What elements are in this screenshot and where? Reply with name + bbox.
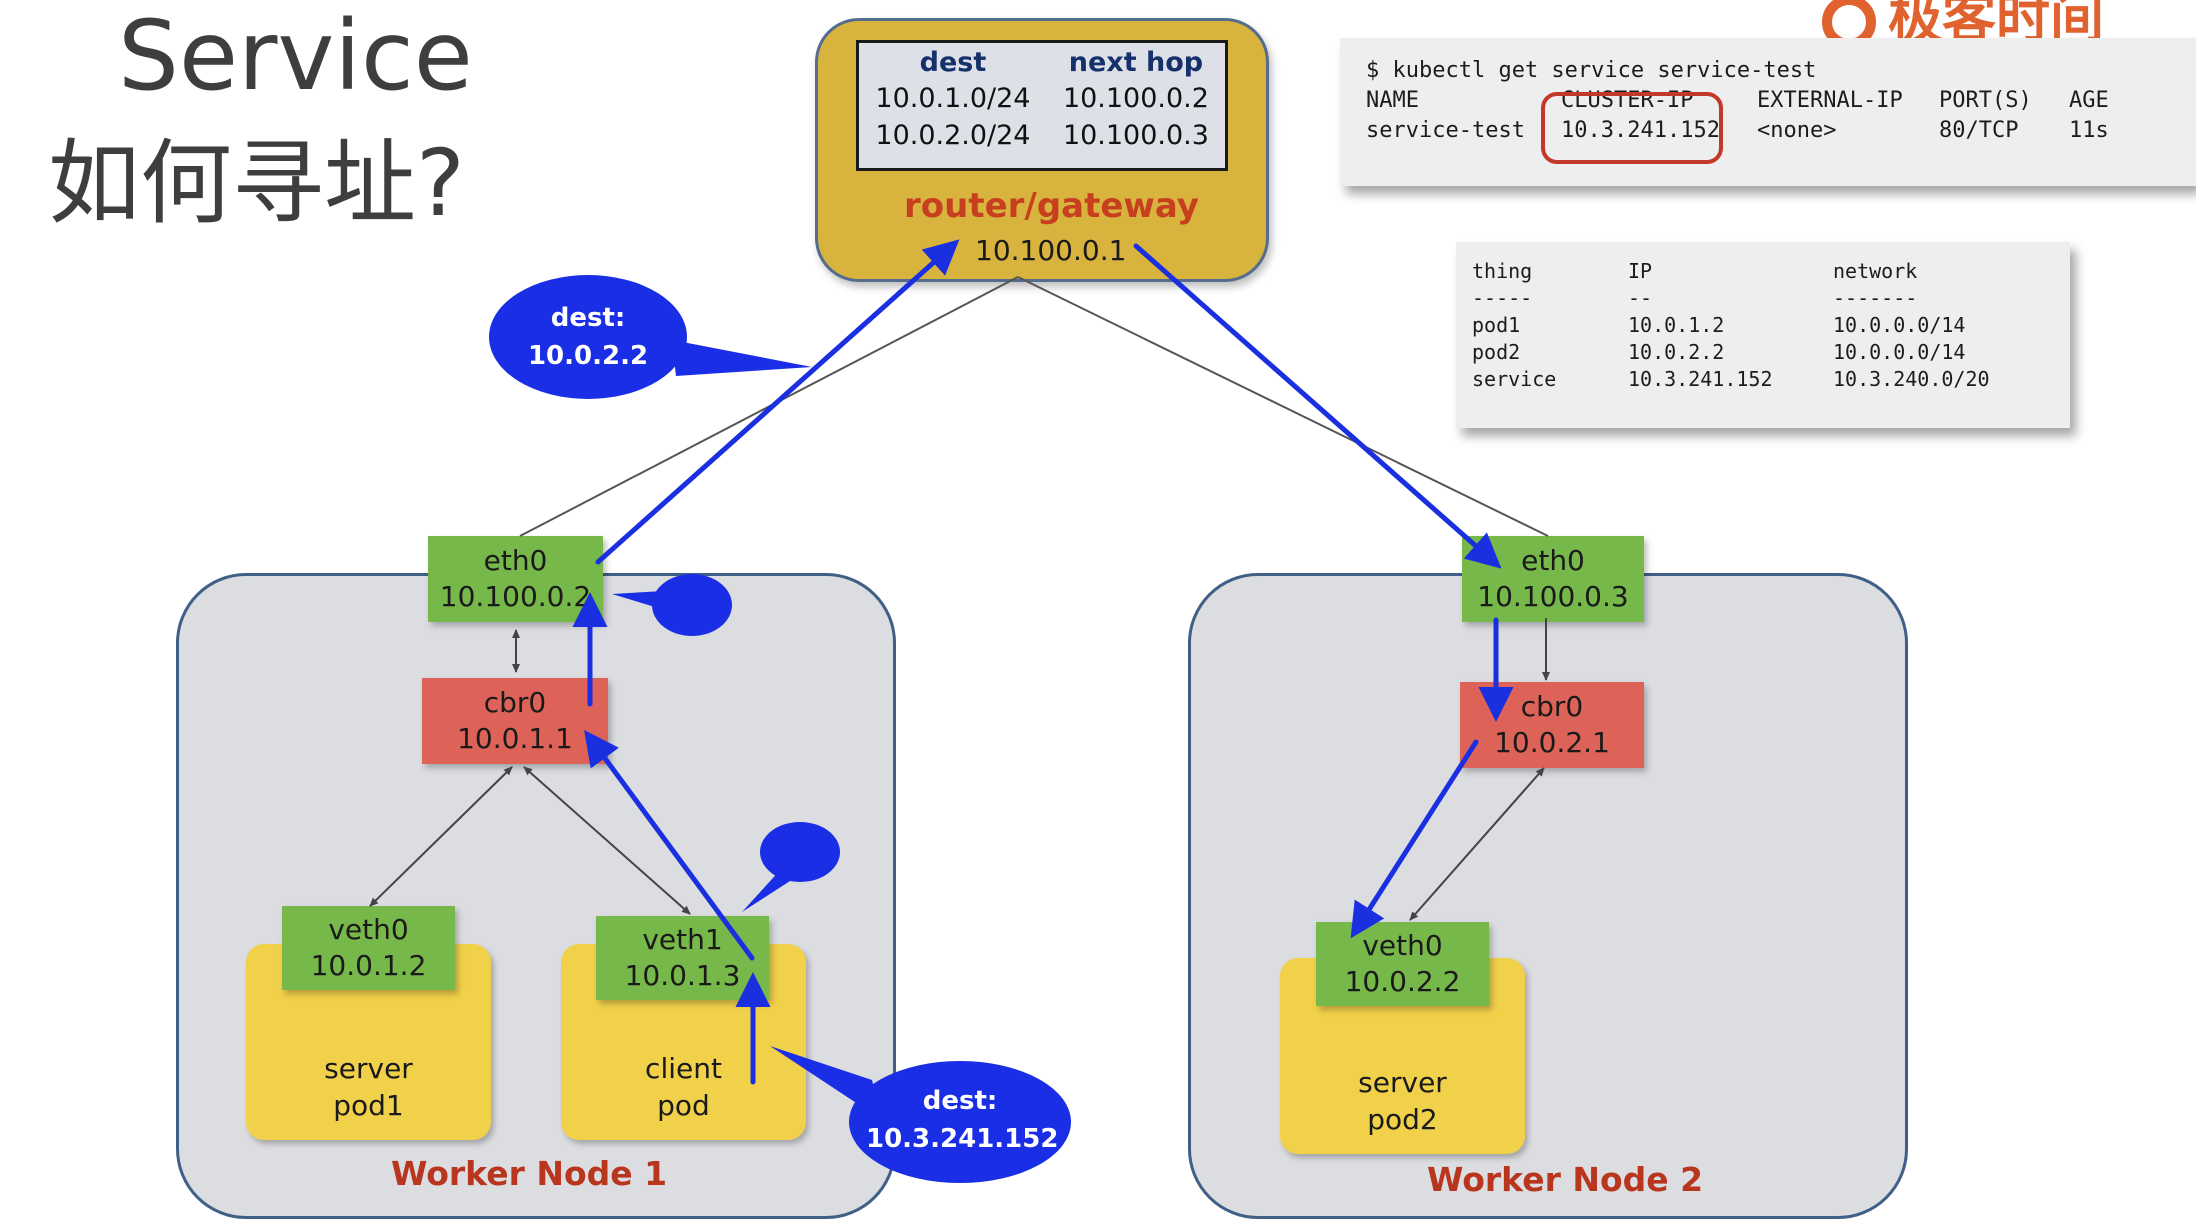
flow-eth0-to-gateway bbox=[595, 239, 960, 565]
annotation-bubbles bbox=[489, 275, 1071, 1183]
iface-ip: 10.0.1.1 bbox=[457, 722, 573, 755]
node2-eth0: eth0 10.100.0.3 bbox=[1462, 536, 1644, 622]
kubectl-header: AGE bbox=[2069, 88, 2109, 113]
ip-table-cell: service bbox=[1472, 367, 1557, 391]
bubble-gateway-dest-text: dest: 10.0.2.2 bbox=[518, 300, 658, 375]
ip-table-cell: 10.0.1.2 bbox=[1628, 313, 1725, 337]
ip-table-header: thing bbox=[1472, 259, 1533, 283]
ip-table-cell: 10.0.2.2 bbox=[1628, 340, 1725, 364]
kubectl-command: $ kubectl get service service-test bbox=[1366, 58, 1817, 83]
title-service: Service bbox=[118, 0, 473, 112]
node1-label: Worker Node 1 bbox=[391, 1154, 668, 1193]
iface-name: veth0 bbox=[328, 912, 409, 946]
pod-label-line2: pod bbox=[657, 1088, 710, 1122]
ip-table-separator: ----- bbox=[1472, 286, 1533, 310]
packet-flow bbox=[572, 239, 1514, 1085]
title-question: 如何寻址? bbox=[48, 130, 465, 237]
kubectl-header: NAME bbox=[1366, 88, 1419, 113]
iface-name: cbr0 bbox=[1520, 689, 1584, 723]
flow-gateway-to-node2-eth0 bbox=[1133, 243, 1502, 569]
bubble-gateway-dest bbox=[489, 275, 687, 399]
bubble-value: 10.3.241.152 bbox=[866, 1123, 1059, 1154]
route-table-header-dest: dest bbox=[919, 47, 987, 78]
bubble-client-dest-text: dest: 10.3.241.152 bbox=[866, 1083, 1059, 1158]
ip-table-cell: 10.0.0.0/14 bbox=[1833, 313, 1966, 337]
iface-ip: 10.0.2.2 bbox=[1344, 965, 1461, 998]
gateway-ip: 10.100.0.1 bbox=[975, 234, 1127, 267]
flow-cbr0-to-veth0-node2 bbox=[1350, 739, 1479, 939]
ip-table-separator: ------- bbox=[1833, 286, 1918, 310]
route-table-cell: 10.100.0.3 bbox=[1062, 120, 1209, 151]
iface-name: eth0 bbox=[483, 543, 548, 577]
iface-name: eth0 bbox=[1521, 543, 1585, 577]
ip-table-header: network bbox=[1833, 259, 1918, 283]
kubectl-cell: <none> bbox=[1757, 118, 1837, 143]
kubectl-cell: service-test bbox=[1366, 118, 1525, 143]
ip-table-cell: 10.3.241.152 bbox=[1628, 367, 1773, 391]
iface-ip: 10.0.1.2 bbox=[310, 949, 427, 982]
iface-ip: 10.0.1.3 bbox=[624, 959, 741, 992]
route-table-cell: 10.0.1.0/24 bbox=[875, 83, 1031, 114]
bubble-value: 10.0.2.2 bbox=[527, 340, 649, 371]
pod-label-line1: server bbox=[1358, 1066, 1447, 1100]
bubble-client-dest bbox=[849, 1061, 1071, 1183]
ip-table-cell: 10.0.0.0/14 bbox=[1833, 340, 1966, 364]
node2-label: Worker Node 2 bbox=[1427, 1160, 1704, 1199]
pod-label-line2: pod1 bbox=[333, 1088, 404, 1122]
bubble-veth1-empty bbox=[760, 822, 840, 882]
node1-veth0: veth0 10.0.1.2 bbox=[282, 906, 455, 990]
bubble-label: dest: bbox=[550, 303, 626, 333]
gateway-name: router/gateway bbox=[904, 186, 1199, 226]
ip-table-cell: pod1 bbox=[1472, 313, 1521, 337]
iface-ip: 10.0.2.1 bbox=[1494, 726, 1610, 759]
ip-table: thing IP network ----- -- ------- pod1 1… bbox=[1456, 242, 2070, 428]
route-table-cell: 10.100.0.2 bbox=[1062, 83, 1209, 114]
route-table: dest next hop 10.0.1.0/24 10.100.0.2 10.… bbox=[856, 40, 1228, 171]
bubble-label: dest: bbox=[922, 1086, 998, 1116]
bubble-tail-gateway-dest bbox=[672, 340, 812, 376]
ip-table-separator: -- bbox=[1628, 286, 1653, 310]
iface-ip: 10.100.0.3 bbox=[1477, 580, 1629, 613]
iface-name: veth1 bbox=[642, 922, 723, 956]
link-cbr0-veth1-node1 bbox=[523, 766, 691, 915]
kubectl-cell: 80/TCP bbox=[1939, 118, 2019, 143]
flow-veth1-to-cbr0 bbox=[584, 729, 755, 961]
kubectl-header: EXTERNAL-IP bbox=[1757, 88, 1903, 113]
link-gateway-node2 bbox=[1017, 276, 1549, 537]
iface-name: cbr0 bbox=[483, 685, 547, 719]
pod-label-line1: server bbox=[324, 1052, 413, 1086]
kubectl-output: $ kubectl get service service-test NAME … bbox=[1340, 38, 2196, 186]
route-table-header-next-hop: next hop bbox=[1068, 47, 1204, 78]
ip-table-cell: pod2 bbox=[1472, 340, 1521, 364]
bubble-eth0-empty bbox=[652, 574, 732, 636]
node2-veth0: veth0 10.0.2.2 bbox=[1316, 922, 1489, 1006]
pod-label-line2: pod2 bbox=[1367, 1102, 1438, 1136]
kubectl-cell-cluster-ip: 10.3.241.152 bbox=[1561, 118, 1720, 143]
link-veth0-cbr0-node2 bbox=[1409, 767, 1545, 921]
route-table-cell: 10.0.2.0/24 bbox=[875, 120, 1031, 151]
link-cbr0-veth0-node1 bbox=[369, 766, 513, 907]
pod-label-line1: client bbox=[645, 1052, 722, 1086]
kubectl-header: PORT(S) bbox=[1939, 88, 2032, 113]
bubble-tail-client-dest bbox=[770, 1046, 882, 1120]
iface-ip: 10.100.0.2 bbox=[439, 580, 592, 613]
ip-table-header: IP bbox=[1628, 259, 1653, 283]
ip-table-cell: 10.3.240.0/20 bbox=[1833, 367, 1990, 391]
node1-cbr0: cbr0 10.0.1.1 bbox=[422, 678, 608, 764]
kubectl-cell: 11s bbox=[2069, 118, 2109, 143]
cluster-ip-highlight bbox=[1541, 92, 1723, 164]
